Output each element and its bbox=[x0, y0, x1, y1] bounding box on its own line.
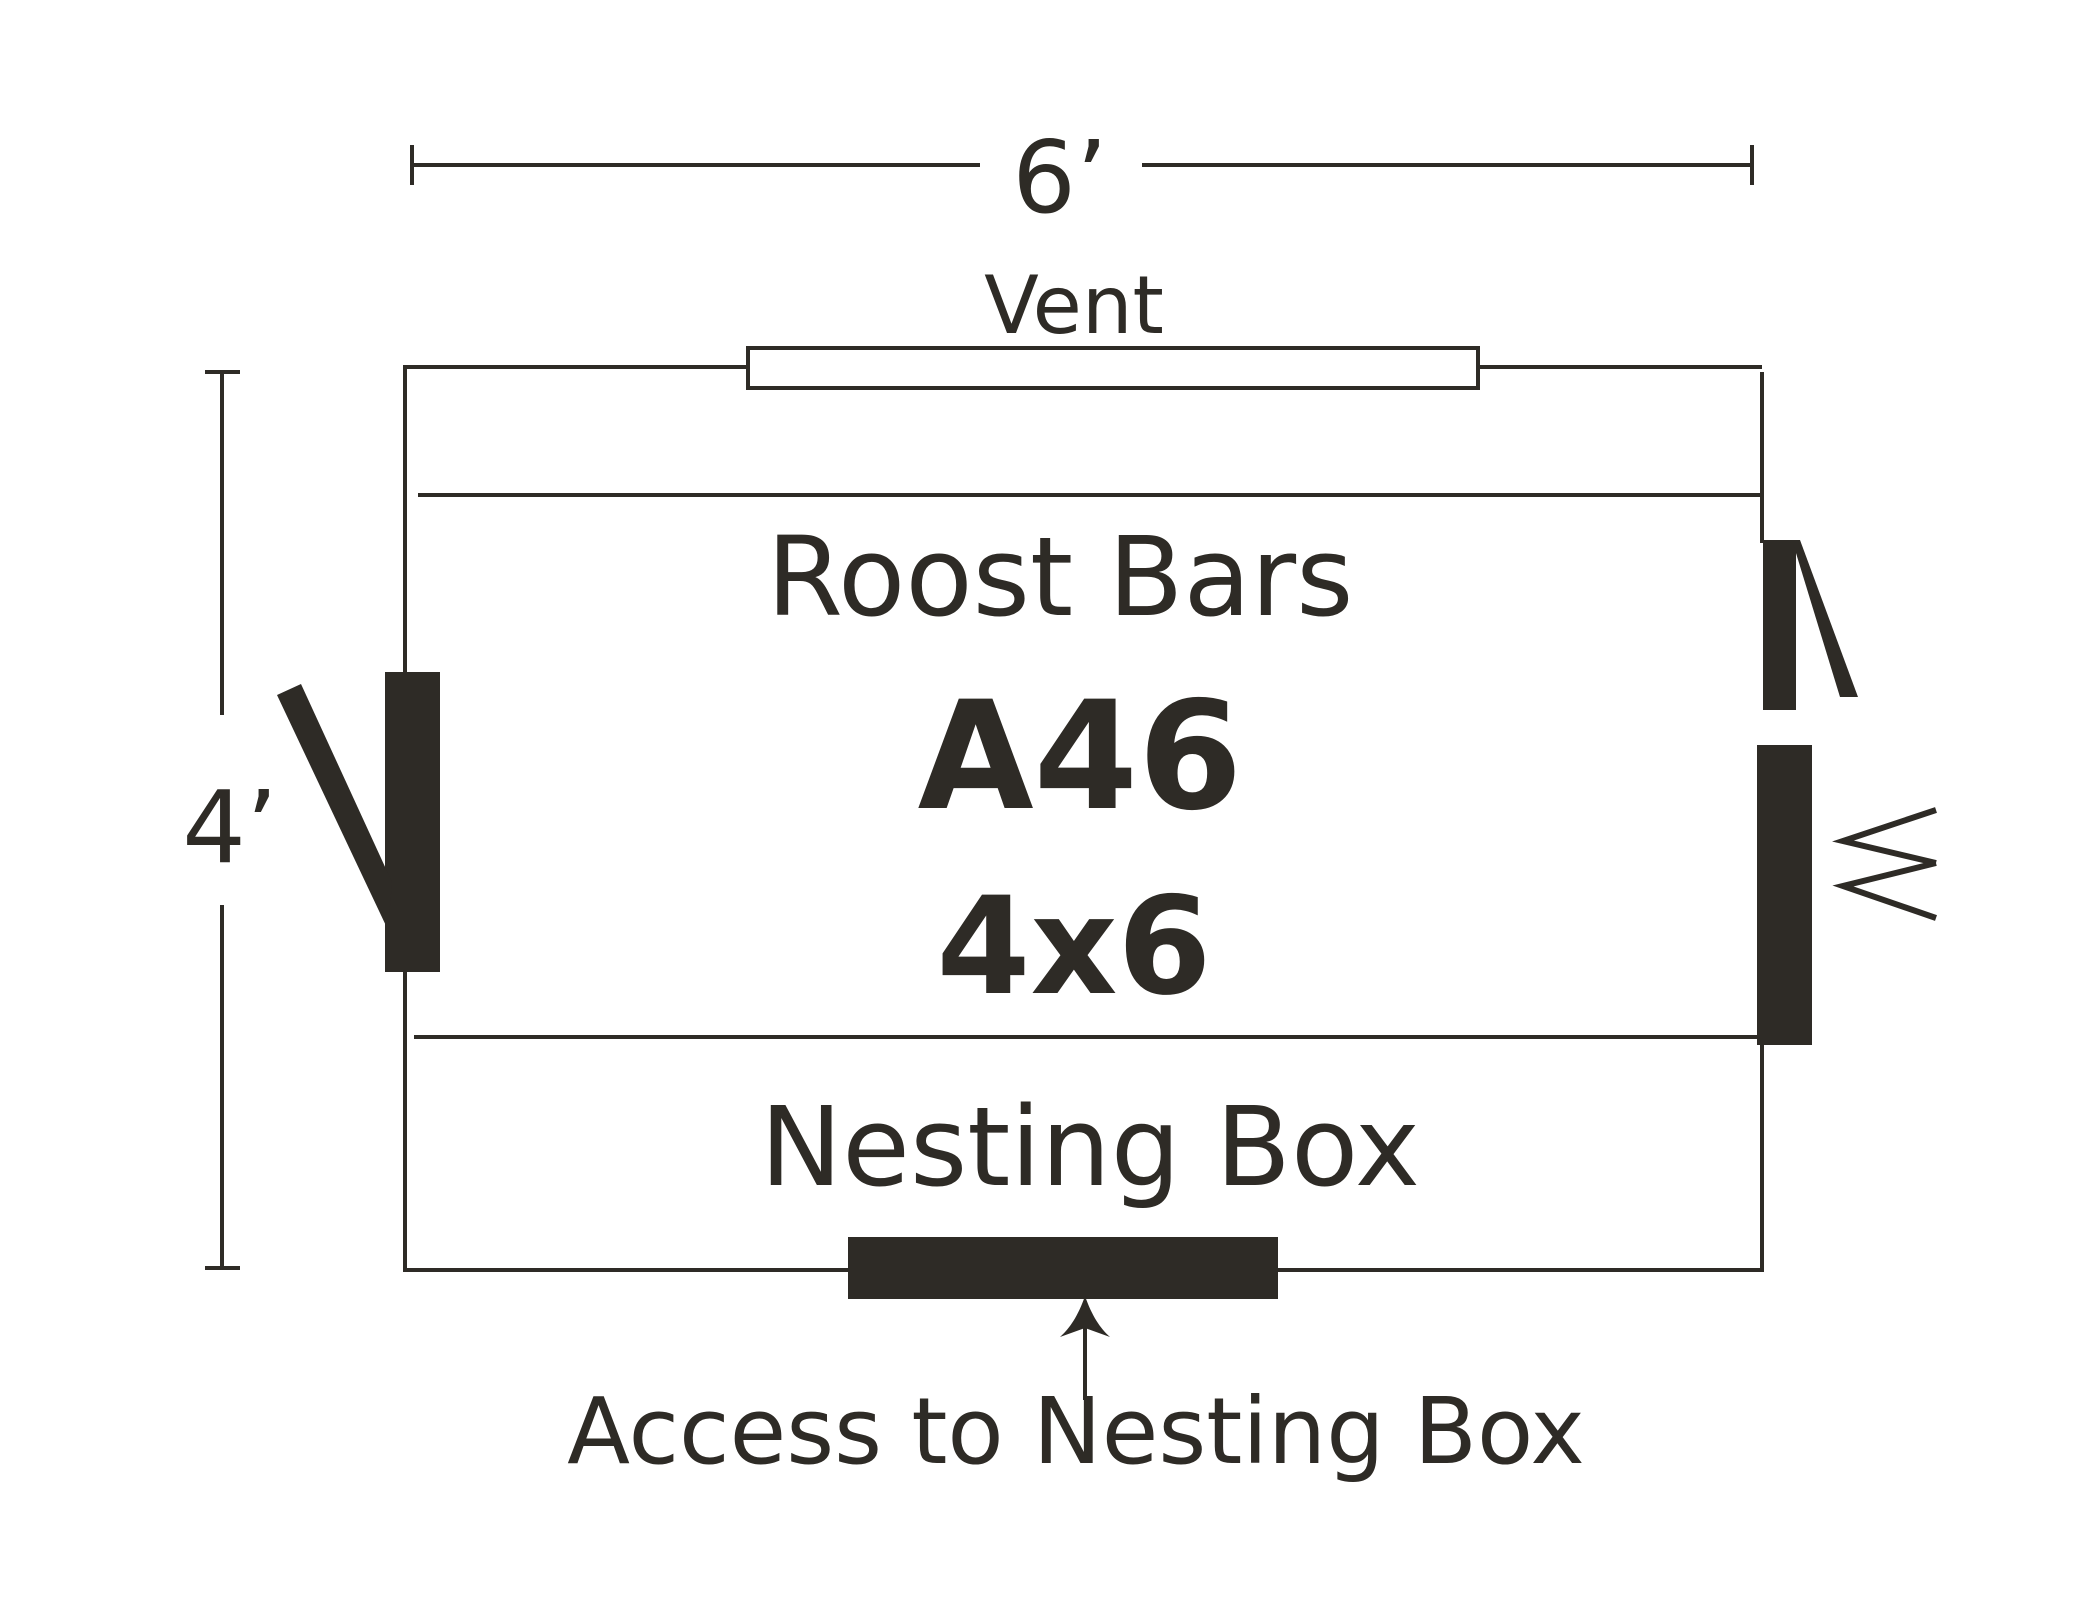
model-label: A46 bbox=[918, 670, 1243, 844]
window-chevrons bbox=[1832, 807, 1937, 921]
roost-bars-label: Roost Bars bbox=[767, 513, 1354, 641]
width-label: 6’ bbox=[1012, 119, 1107, 236]
vent-rect bbox=[746, 346, 1480, 390]
right-window bbox=[1757, 745, 1812, 1045]
access-label: Access to Nesting Box bbox=[567, 1378, 1585, 1485]
size-label: 4x6 bbox=[937, 868, 1212, 1025]
access-door bbox=[848, 1237, 1278, 1299]
vent-label: Vent bbox=[984, 259, 1164, 352]
left-door bbox=[277, 672, 440, 972]
height-label: 4’ bbox=[182, 769, 277, 886]
height-dimension bbox=[205, 370, 240, 1270]
nesting-box-label: Nesting Box bbox=[760, 1083, 1420, 1211]
coop-outline bbox=[403, 365, 1764, 1272]
right-door bbox=[1763, 540, 1858, 710]
width-dimension bbox=[410, 145, 1754, 185]
access-arrow-head bbox=[1060, 1296, 1110, 1337]
